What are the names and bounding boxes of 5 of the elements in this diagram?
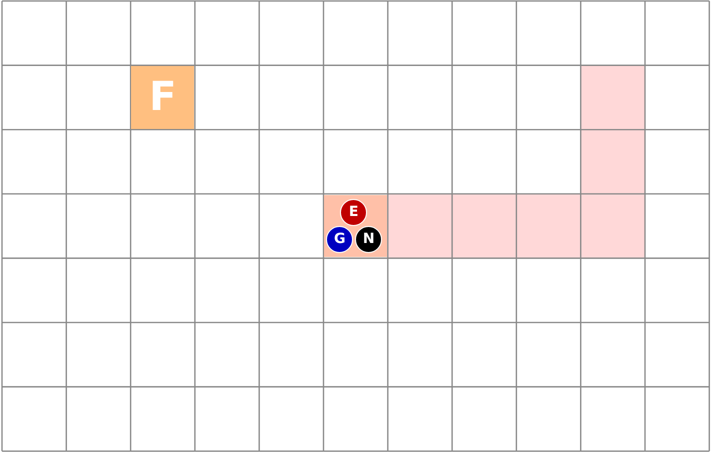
start-cell: F — [131, 66, 194, 129]
agent-token: N — [355, 226, 382, 253]
agent-token: E — [340, 198, 368, 226]
agent-cell — [324, 194, 388, 258]
agent-token: G — [326, 226, 354, 253]
